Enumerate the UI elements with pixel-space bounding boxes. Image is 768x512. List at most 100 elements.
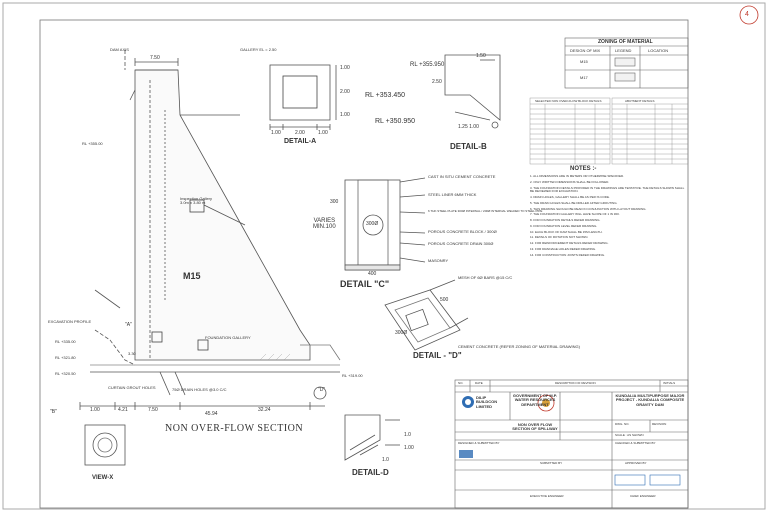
detail-c-porous-pipe: POROUS CONCRETE BLOCK / 300Ø	[428, 229, 497, 234]
note-item: 14. FOR CONSTRUCTION JOINTS REFER DRAWIN…	[530, 252, 605, 257]
detail-c-dia: 300Ø	[366, 221, 379, 227]
dim-3-30: 3.30	[128, 351, 136, 356]
mix-label-m15: M15	[183, 271, 201, 281]
drain-holes-label: 75Ø DRAIN HOLES @3.0 C/C	[172, 387, 227, 392]
detail-d-small-dim-1: 1.0	[404, 432, 411, 438]
detail-c-drawing	[344, 177, 426, 271]
tb-submitted: SUBMITTED BY	[540, 461, 563, 465]
detail-c-steel-liner: STEEL LINER 6MM THICK	[428, 192, 477, 197]
note-item: 13. FOR DRAINAGE HOLES REFER DRAWING.	[530, 246, 596, 251]
zoning-title: ZONING OF MATERIAL	[598, 39, 653, 45]
mp-govt-emblem	[537, 394, 555, 412]
detail-b-drawing	[444, 54, 501, 129]
zoning-col-location: LOCATION	[648, 48, 669, 53]
tb-revision: REVISION	[652, 422, 667, 426]
mp-govt-emblem-center	[542, 399, 550, 407]
detail-a-dim-3: 1.00	[340, 112, 350, 118]
drawing-frame	[39, 19, 689, 509]
note-item: 9. FOR FOUNDATION LEVEL REFER DRAWING.	[530, 223, 598, 228]
tb-exec-eng: EXECUTIVE ENGINEER	[530, 494, 564, 498]
dim-bottom-1: 1.00	[90, 407, 100, 413]
detail-a-dim-4: 1.00	[271, 130, 281, 136]
dim-bottom-3: 7.50	[148, 407, 158, 413]
block-tables	[529, 97, 689, 165]
title-block	[454, 379, 689, 509]
detail-c-dim-400: 400	[368, 271, 377, 277]
dilip-buildcon-logo-inner	[465, 399, 471, 405]
detail-d-small-title: DETAIL-D	[352, 468, 389, 477]
detail-c-dim-300: 300	[330, 199, 339, 205]
consultant-logo	[459, 450, 473, 458]
zoning-col-legend: LEGEND	[615, 48, 632, 53]
detail-b-dim-250: 2.50	[432, 79, 442, 85]
detail-d-small-dim-2: 1.0	[382, 457, 389, 463]
detail-a-rl-2: RL +350.950	[375, 118, 416, 125]
notes-list: 1. ALL DIMENSIONS ARE IN METERS OR OTHER…	[530, 174, 685, 257]
detail-b-rl: RL +355.950	[410, 62, 445, 68]
detail-d-small-dim-3: 1.00	[404, 445, 414, 451]
detail-a-dim-6: 1.00	[318, 130, 328, 136]
notes-block: NOTES :- 1. ALL DIMENSIONS ARE IN METERS…	[530, 166, 685, 259]
detail-a-drawing	[269, 64, 337, 130]
detail-d-dia: 300Ø	[395, 330, 408, 336]
tb-approved: APPROVED BY	[625, 461, 647, 465]
detail-a-dim-1: 1.00	[340, 65, 350, 71]
detail-c-masonry: MASONRY	[428, 258, 449, 263]
note-item: 5. THE DRAIN HOLES SHALL BE DRILLED AFTE…	[530, 200, 618, 205]
dim-bottom-5: 32.24	[258, 407, 271, 413]
table-right-title: ABUTMENT DETAILS	[625, 99, 655, 103]
page-number-circle	[739, 5, 759, 25]
detail-b-dim-150: 1.50	[476, 53, 486, 59]
tb-contractor: DILIP BUILDCON LIMITED	[476, 395, 498, 409]
detail-c-title: DETAIL "C"	[340, 279, 390, 289]
foundation-hatch	[259, 353, 291, 361]
tb-project: KUNDALIA MULTIPURPOSE MAJOR PROJECT - KU…	[615, 393, 685, 407]
rl-355: RL +355.00	[82, 141, 103, 146]
inspection-gallery-label: Inspection Gallery 3.0m x 3.80 m	[180, 196, 213, 205]
detail-c-varies: VARIES MIN.100	[313, 218, 336, 230]
stamp-1	[614, 474, 646, 486]
tb-govt: GOVERNMENT OF M.P. WATER RESOURCES DEPAR…	[512, 393, 558, 407]
note-item: 7. THE FOUNDATION GALLERY WILL HAVE SLOP…	[530, 212, 620, 217]
note-item: 4. DRAIN HOLES, GALLERY SHALL BE AS PER …	[530, 195, 610, 199]
rl-335: RL +335.00	[55, 339, 76, 344]
dam-section	[79, 50, 341, 410]
detail-c-porous-drain: POROUS CONCRETE DRAIN 300Ø	[428, 241, 494, 246]
zoning-col-mix: DESIGN OF MIX	[570, 48, 601, 53]
gallery-el-label: GALLERY EL = 2.50	[240, 47, 277, 52]
tb-col-no: NO.	[458, 381, 464, 385]
excavation-profile-label: EXCAVATION PROFILE	[48, 319, 92, 324]
note-item: 8. FOR FOUNDATION DETAILS REFER DRAWING.	[530, 218, 601, 222]
foundation-gallery-label: FOUNDATION GALLERY	[205, 335, 251, 340]
note-item: 6. THIS DRAWING SHOULD BE READ IN CONJUN…	[530, 206, 647, 211]
note-item: 3. THE FOUNDATION DETAILS PROVIDED IN TH…	[530, 185, 685, 194]
stamp-2	[649, 474, 681, 486]
dim-bottom-4: 45.94	[205, 411, 218, 417]
detail-d-mesh: MESH OF 6Ø BARS @15 C/C	[458, 275, 513, 280]
tb-checked: CHECKED & SUBMITTED BY	[615, 441, 656, 445]
note-item: 2. ONLY WRITTEN DIMENSIONS SHALL BE FOLL…	[530, 179, 610, 184]
dim-bottom-2: 4.21	[118, 407, 128, 413]
tb-drawing-no: DWG. NO.	[615, 422, 630, 426]
detail-d-drawing	[384, 279, 469, 351]
detail-b-title: DETAIL-B	[450, 142, 487, 151]
zoning-row-m15: M15	[580, 59, 588, 64]
table-left-title: SELECTED NON OVER-FLOW BLOCK DETAILS	[535, 99, 602, 103]
rl-320: RL +320.50	[55, 371, 76, 376]
detail-d-note: CEMENT CONCRETE (REFER ZONING OF MATERIA…	[458, 344, 581, 349]
page-number: 4	[745, 11, 749, 18]
detail-a-rl-1: RL +353.450	[365, 92, 406, 99]
dam-axis-label: DAM AXIS	[110, 47, 129, 52]
tb-designer: DESIGNED & SUBMITTED BY	[458, 441, 500, 445]
detail-a-dim-2: 2.00	[340, 89, 350, 95]
note-item: 12. FOR REINFORCEMENT DETAILS REFER DRAW…	[530, 241, 609, 245]
note-item: 10. EACH BLOCK OF DAM SHALL BE 15M LENGT…	[530, 229, 603, 234]
detail-d-title: DETAIL - "D"	[413, 351, 462, 360]
zoning-row-m17: M17	[580, 75, 588, 80]
top-width-dim: 7.50	[150, 55, 160, 61]
detail-a-dim-5: 2.00	[295, 130, 305, 136]
view-x-title: VIEW-X	[92, 475, 114, 481]
detail-d-callout: "D"	[318, 387, 326, 393]
